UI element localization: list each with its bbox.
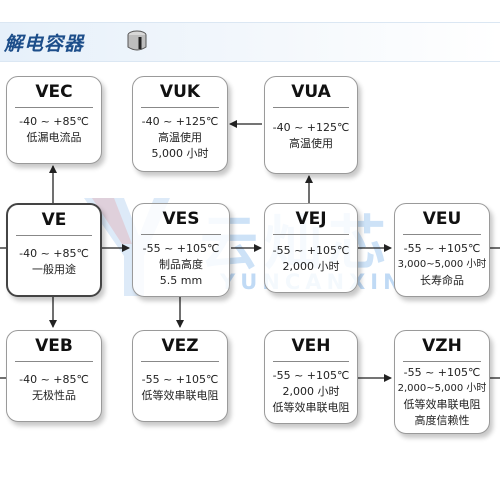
node-vec-line: -40 ~ +85℃ [19, 115, 89, 128]
node-vua-line: -40 ~ +125℃ [272, 121, 350, 134]
node-vej-title: VEJ [273, 204, 349, 235]
node-veu-title: VEU [403, 204, 481, 235]
node-vej-line: -55 ~ +105℃ [272, 244, 350, 257]
node-vzh-line: -55 ~ +105℃ [403, 366, 481, 379]
node-veu-line: 3,000~5,000 小时 [397, 259, 487, 270]
node-ve: VE -40 ~ +85℃ 一般用途 [6, 203, 102, 297]
node-veh: VEH -55 ~ +105℃ 2,000 小时 低等效串联电阻 [264, 330, 358, 424]
node-vej: VEJ -55 ~ +105℃ 2,000 小时 [264, 203, 358, 293]
node-vua-title: VUA [273, 77, 349, 108]
node-vzh-line: 高度信赖性 [414, 414, 470, 427]
node-ves-line: 制品高度 [159, 258, 203, 271]
node-veh-line: -55 ~ +105℃ [272, 369, 350, 382]
node-ves-line: -55 ~ +105℃ [142, 242, 220, 255]
node-veb: VEB -40 ~ +85℃ 无极性品 [6, 330, 102, 422]
node-vuk: VUK -40 ~ +125℃ 高温使用 5,000 小时 [132, 76, 228, 172]
node-vec-line: 低漏电流品 [26, 131, 82, 144]
node-veb-line: 无极性品 [32, 389, 76, 402]
node-ve-line: -40 ~ +85℃ [19, 247, 89, 260]
node-vzh: VZH -55 ~ +105℃ 2,000~5,000 小时 低等效串联电阻 高… [394, 330, 490, 434]
node-veu-line: 长寿命品 [420, 274, 464, 287]
node-vej-line: 2,000 小时 [282, 260, 340, 273]
node-veu-line: -55 ~ +105℃ [403, 242, 481, 255]
node-veh-line: 2,000 小时 [282, 385, 340, 398]
node-vez: VEZ -55 ~ +105℃ 低等效串联电阻 [132, 330, 228, 422]
capacitor-icon [127, 30, 147, 51]
node-vuk-line: -40 ~ +125℃ [141, 115, 219, 128]
node-vua: VUA -40 ~ +125℃ 高温使用 [264, 76, 358, 174]
node-ve-line: 一般用途 [32, 263, 76, 276]
node-vuk-line: 5,000 小时 [151, 147, 209, 160]
node-vzh-title: VZH [403, 331, 481, 362]
node-ves-line: 5.5 mm [159, 274, 203, 287]
node-veb-line: -40 ~ +85℃ [19, 373, 89, 386]
node-vec-title: VEC [15, 77, 93, 108]
node-ve-title: VE [16, 205, 92, 236]
node-ves-title: VES [141, 204, 221, 235]
node-veu: VEU -55 ~ +105℃ 3,000~5,000 小时 长寿命品 [394, 203, 490, 297]
node-vuk-line: 高温使用 [158, 131, 202, 144]
node-vzh-line: 2,000~5,000 小时 [397, 383, 487, 394]
node-vez-title: VEZ [141, 331, 219, 362]
node-vez-line: 低等效串联电阻 [141, 389, 219, 402]
header-banner: 解电容器 [0, 22, 500, 62]
node-vez-line: -55 ~ +105℃ [141, 373, 219, 386]
node-vec: VEC -40 ~ +85℃ 低漏电流品 [6, 76, 102, 164]
node-vzh-line: 低等效串联电阻 [403, 398, 481, 411]
page-title: 解电容器 [4, 33, 85, 55]
node-veh-title: VEH [273, 331, 349, 362]
node-vuk-title: VUK [141, 77, 219, 108]
node-ves: VES -55 ~ +105℃ 制品高度 5.5 mm [132, 203, 230, 297]
node-vua-line: 高温使用 [289, 137, 333, 150]
node-veb-title: VEB [15, 331, 93, 362]
node-veh-line: 低等效串联电阻 [272, 401, 350, 414]
